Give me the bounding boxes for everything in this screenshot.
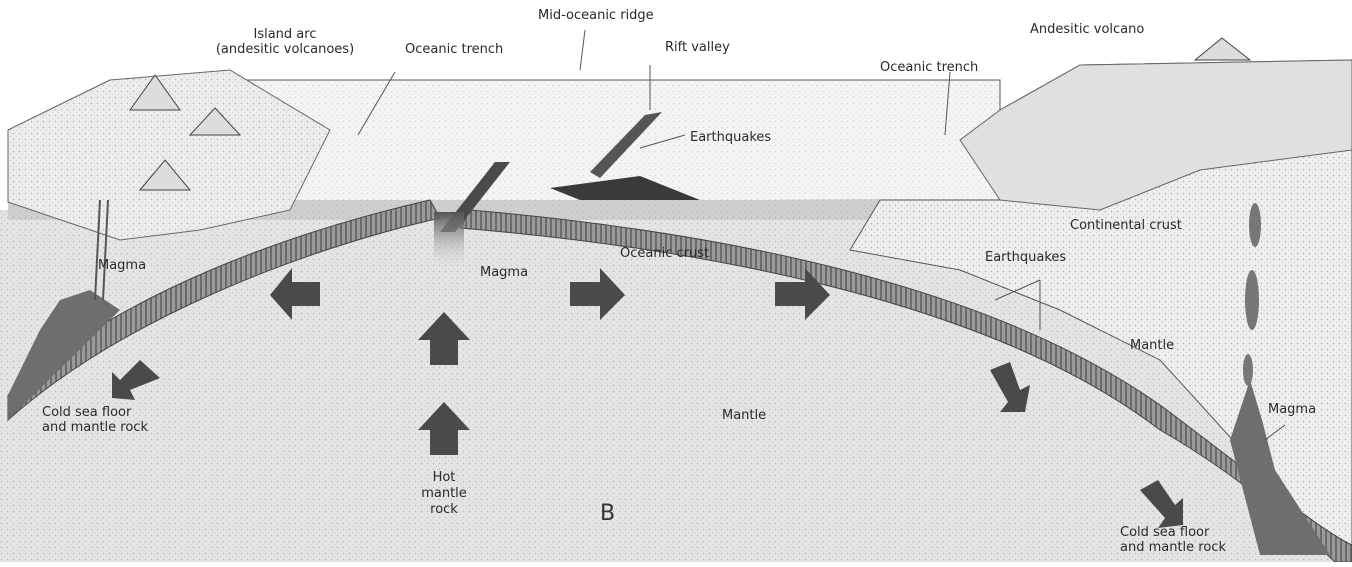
volcano-right: [1195, 38, 1250, 60]
magma-blob-1: [1249, 203, 1261, 247]
label-hot-2: mantle: [404, 486, 484, 501]
label-cold-right-1: Cold sea floor: [1120, 525, 1209, 540]
label-earthquakes-ridge: Earthquakes: [690, 130, 771, 145]
label-trench-left: Oceanic trench: [405, 42, 503, 57]
label-hot-1: Hot: [404, 470, 484, 485]
label-island-arc-sub: (andesitic volcanoes): [205, 42, 365, 57]
label-cold-left-2: and mantle rock: [42, 420, 148, 435]
label-magma-left: Magma: [98, 258, 146, 273]
label-oceanic-crust: Oceanic crust: [620, 246, 709, 261]
magma-blob-2: [1245, 270, 1259, 330]
label-magma-right: Magma: [1268, 402, 1316, 417]
label-rift-valley: Rift valley: [665, 40, 730, 55]
label-cold-right-2: and mantle rock: [1120, 540, 1226, 555]
hot-plume: [434, 212, 464, 272]
label-mid-ridge: Mid-oceanic ridge: [538, 8, 654, 23]
label-trench-right: Oceanic trench: [880, 60, 978, 75]
label-andesitic-volcano: Andesitic volcano: [1030, 22, 1144, 37]
label-mantle-center: Mantle: [722, 408, 766, 423]
label-continental-crust: Continental crust: [1070, 218, 1182, 233]
label-island-arc: Island arc: [220, 27, 350, 42]
label-mantle-right: Mantle: [1130, 338, 1174, 353]
label-hot-3: rock: [404, 502, 484, 517]
label-cold-left-1: Cold sea floor: [42, 405, 131, 420]
label-magma-center: Magma: [480, 265, 528, 280]
label-earthquakes-right: Earthquakes: [985, 250, 1066, 265]
panel-letter: B: [600, 502, 615, 526]
magma-blob-3: [1243, 354, 1253, 386]
